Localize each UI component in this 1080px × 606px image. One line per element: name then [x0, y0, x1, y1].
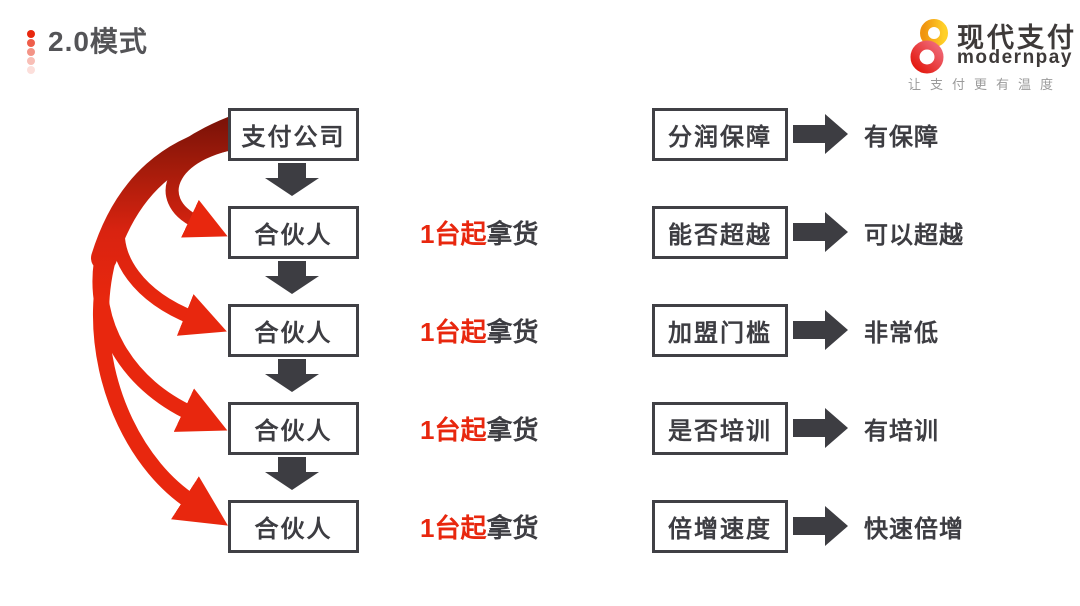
note-highlight: 1台起	[420, 415, 487, 445]
feature-result-3: 非常低	[864, 320, 939, 347]
right-arrows	[793, 114, 848, 546]
red-curved-arrow-4	[93, 113, 248, 526]
feature-result-1: 有保障	[864, 124, 939, 151]
brand-name-cn: 现代支付	[957, 23, 1077, 53]
feature-result-2: 可以超越	[864, 222, 964, 249]
feature-result-5: 快速倍增	[864, 516, 964, 543]
feature-box-2: 能否超越	[652, 206, 788, 259]
note-highlight: 1台起	[420, 513, 487, 543]
right-arrow-icon	[793, 408, 848, 448]
feature-box-1: 分润保障	[652, 108, 788, 161]
feature-result-4: 有培训	[864, 418, 939, 445]
brand-logo: 现代支付 modernpay 让支付更有温度	[900, 8, 1074, 92]
note-rest: 拿货	[486, 219, 539, 249]
partner-box-1: 合伙人	[228, 206, 359, 259]
note-rest: 拿货	[486, 513, 539, 543]
feature-box-5: 倍增速度	[652, 500, 788, 553]
partner-note-4: 1台起拿货	[420, 500, 610, 553]
down-arrow-icon	[265, 261, 319, 294]
header: 2.0模式	[26, 20, 148, 78]
partner-note-1: 1台起拿货	[420, 206, 610, 259]
partner-note-2: 1台起拿货	[420, 304, 610, 357]
modernpay-8-icon	[910, 19, 948, 74]
brand-tagline: 让支付更有温度	[908, 77, 1063, 92]
page-title: 2.0模式	[48, 26, 148, 57]
right-arrow-icon	[793, 114, 848, 154]
right-arrow-icon	[793, 212, 848, 252]
partner-box-4: 合伙人	[228, 500, 359, 553]
right-arrow-icon	[793, 506, 848, 546]
note-highlight: 1台起	[420, 219, 487, 249]
note-highlight: 1台起	[420, 317, 487, 347]
right-arrow-icon	[793, 310, 848, 350]
note-rest: 拿货	[486, 317, 539, 347]
down-arrow-icon	[265, 457, 319, 490]
red-curved-arrows	[91, 113, 265, 526]
payment-company-box: 支付公司	[228, 108, 359, 161]
brand-name-en: modernpay	[957, 47, 1073, 68]
partner-box-2: 合伙人	[228, 304, 359, 357]
down-arrow-icon	[265, 163, 319, 196]
partner-note-3: 1台起拿货	[420, 402, 610, 455]
partner-box-3: 合伙人	[228, 402, 359, 455]
title-accent-dots-icon	[27, 30, 35, 74]
feature-box-3: 加盟门槛	[652, 304, 788, 357]
down-arrow-icon	[265, 359, 319, 392]
note-rest: 拿货	[486, 415, 539, 445]
feature-box-4: 是否培训	[652, 402, 788, 455]
